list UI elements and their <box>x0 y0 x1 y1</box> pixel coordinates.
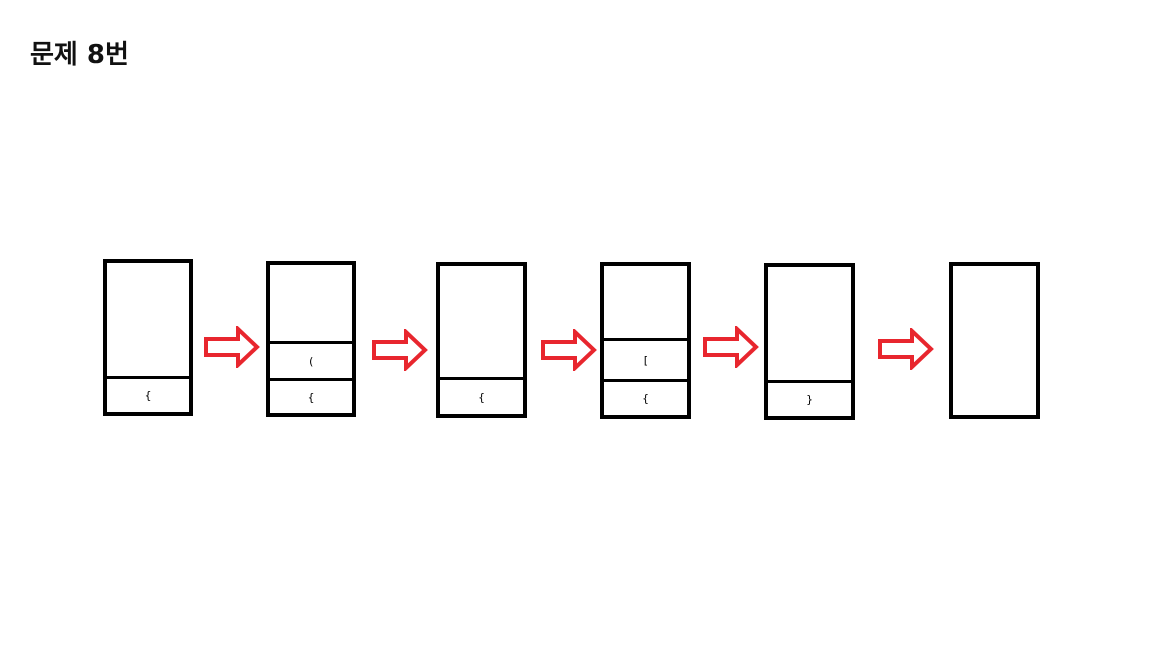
stack-2-cell-1: ( <box>270 341 352 378</box>
stack-5: } <box>764 263 855 420</box>
arrow-right-icon <box>878 328 934 370</box>
arrow-right-icon <box>372 329 428 371</box>
stack-2-cell-2: { <box>270 378 352 413</box>
arrow-right-icon <box>204 326 260 368</box>
stack-4: [ { <box>600 262 691 419</box>
arrow-right-icon <box>541 329 597 371</box>
stack-4-cell-1: [ <box>604 338 687 379</box>
stack-5-cell-1: } <box>768 380 851 416</box>
arrow-right-icon <box>703 326 759 368</box>
page-title: 문제 8번 <box>30 40 129 70</box>
stack-2: ( { <box>266 261 356 417</box>
stack-3: { <box>436 262 527 418</box>
stack-3-cell-1: { <box>440 377 523 414</box>
stack-6 <box>949 262 1040 419</box>
stack-1-cell-1: { <box>107 376 189 412</box>
stack-1: { <box>103 259 193 416</box>
stack-4-cell-2: { <box>604 379 687 415</box>
